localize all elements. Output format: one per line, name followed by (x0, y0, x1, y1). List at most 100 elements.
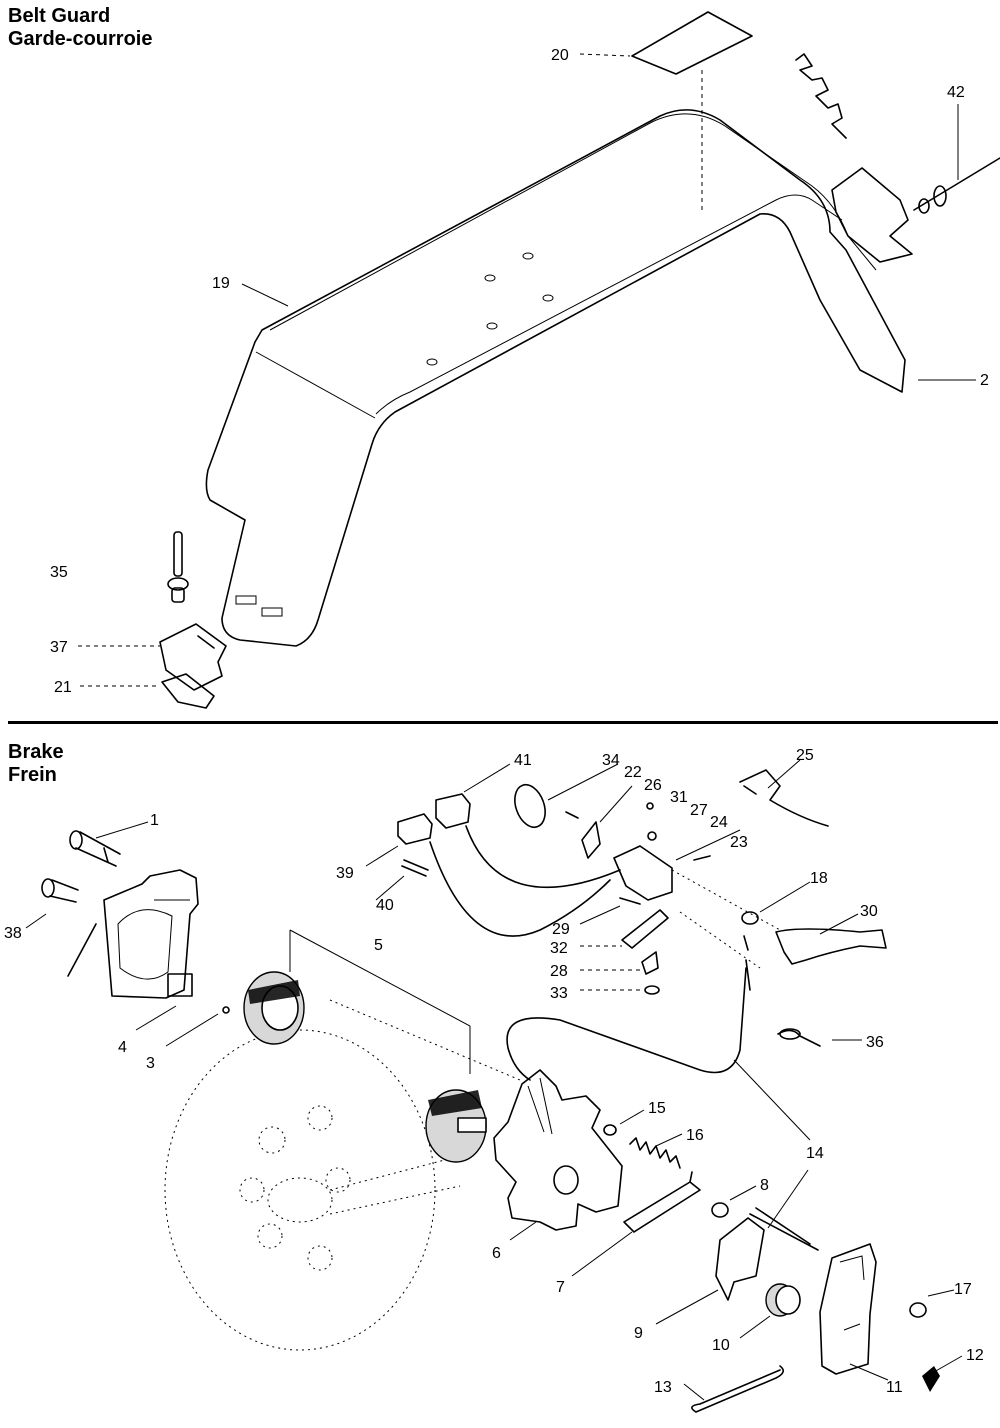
belt-guard-top-edge (255, 113, 877, 419)
belt-guard-section-title: Belt Guard Garde-courroie (8, 5, 152, 51)
belt-guard-part-19 (205, 109, 906, 647)
callout-2: 2 (980, 372, 989, 389)
nut-part-17 (909, 1302, 927, 1318)
belt-guard-hole (426, 358, 438, 366)
ball-part-3 (222, 1006, 230, 1014)
plate-part-21 (161, 673, 215, 709)
plate-part-7 (623, 1171, 701, 1233)
spacer-part-4 (167, 973, 193, 997)
callout-labels: 20 42 19 2 35 37 21 41 34 22 26 31 27 25… (4, 47, 989, 1396)
belt-guard-side-fold (375, 194, 843, 415)
guard-spring (795, 53, 847, 139)
spring-part-16 (629, 1137, 681, 1169)
callout-11: 11 (886, 1379, 903, 1396)
bolt-part-14 (749, 1207, 819, 1251)
callout-4: 4 (118, 1039, 127, 1056)
callout-41: 41 (514, 752, 532, 769)
clamp-part-24 (613, 845, 673, 901)
belt-guard-hole (484, 274, 496, 282)
callout-26: 26 (644, 777, 662, 794)
housing-lever (67, 923, 97, 977)
callout-38: 38 (4, 925, 22, 942)
screw-part-22 (565, 811, 579, 819)
bracket-part-37 (159, 623, 227, 691)
callout-35: 35 (50, 564, 68, 581)
decal-part-20 (631, 11, 753, 75)
screw-part-23 (693, 855, 711, 861)
callout-15: 15 (648, 1100, 666, 1117)
callout-7: 7 (556, 1279, 565, 1296)
leader-lines (25, 53, 976, 1401)
alignment-line (329, 999, 521, 1081)
callout-32: 32 (550, 940, 568, 957)
nut-part-8 (711, 1202, 729, 1218)
callout-25: 25 (796, 747, 814, 764)
section-divider (8, 721, 998, 724)
callout-34: 34 (602, 752, 620, 769)
belt-guard-hole (486, 322, 498, 330)
cable-end (745, 959, 751, 991)
callout-8: 8 (760, 1177, 769, 1194)
callout-10: 10 (712, 1337, 730, 1354)
bracket-part-26 (581, 821, 601, 859)
cover-detail (839, 1255, 865, 1331)
connector-part-41 (435, 793, 471, 829)
callout-1: 1 (150, 812, 159, 829)
caliper-detail (527, 1077, 553, 1135)
callout-30: 30 (860, 903, 878, 920)
callout-21: 21 (54, 679, 72, 696)
alignment-line (671, 869, 781, 969)
wire-harness (429, 825, 621, 937)
callout-36: 36 (866, 1034, 884, 1051)
washer-part-27 (647, 831, 657, 841)
cover-part-11 (819, 1243, 877, 1375)
callout-42: 42 (947, 84, 965, 101)
connector-part-39 (397, 813, 433, 845)
brake-section-title: Brake Frein (8, 741, 64, 787)
caliper-bore (553, 1165, 579, 1195)
callout-20: 20 (551, 47, 569, 64)
callout-5: 5 (374, 937, 383, 954)
ball-part-31 (646, 802, 654, 810)
brake-title-fr: Frein (8, 764, 57, 786)
callout-9: 9 (634, 1325, 643, 1342)
pin-part-13 (691, 1365, 784, 1413)
clip-part-12 (922, 1366, 940, 1392)
callout-23: 23 (730, 834, 748, 851)
belt-guard-title-en: Belt Guard (8, 5, 111, 27)
callout-31: 31 (670, 789, 688, 806)
callout-3: 3 (146, 1055, 155, 1072)
brake-cable (506, 967, 747, 1081)
callout-24: 24 (710, 814, 728, 831)
grommet-part-34 (514, 783, 546, 829)
ring-part-15 (603, 1124, 617, 1136)
bolt-part-38 (41, 878, 79, 903)
bolt-part-35 (167, 531, 189, 603)
callout-40: 40 (376, 897, 394, 914)
washer-part-33 (644, 985, 660, 995)
switch-part-25 (739, 769, 829, 827)
brake-pad-second (425, 1089, 487, 1163)
callout-27: 27 (690, 802, 708, 819)
lever-part-30 (775, 928, 887, 965)
callout-33: 33 (550, 985, 568, 1002)
lever-part-32 (621, 909, 669, 949)
brake-pad-part-5 (243, 971, 305, 1045)
knob-part-10 (765, 1283, 801, 1317)
clip-part-36-ring (779, 1028, 801, 1040)
spacer-part (743, 935, 749, 951)
callout-39: 39 (336, 865, 354, 882)
bolt-part-1 (69, 830, 121, 867)
callout-16: 16 (686, 1127, 704, 1144)
callout-6: 6 (492, 1245, 501, 1262)
part-5-bracket-line (289, 929, 471, 1074)
pin-part-29 (619, 897, 641, 905)
callout-12: 12 (966, 1347, 984, 1364)
belt-guard-slot (261, 607, 283, 617)
callout-17: 17 (954, 1281, 972, 1298)
bracket-part-9 (715, 1217, 765, 1301)
callout-14: 14 (806, 1145, 824, 1162)
callout-28: 28 (550, 963, 568, 980)
nut-part-18 (741, 911, 759, 925)
clip-part-40 (401, 859, 429, 877)
